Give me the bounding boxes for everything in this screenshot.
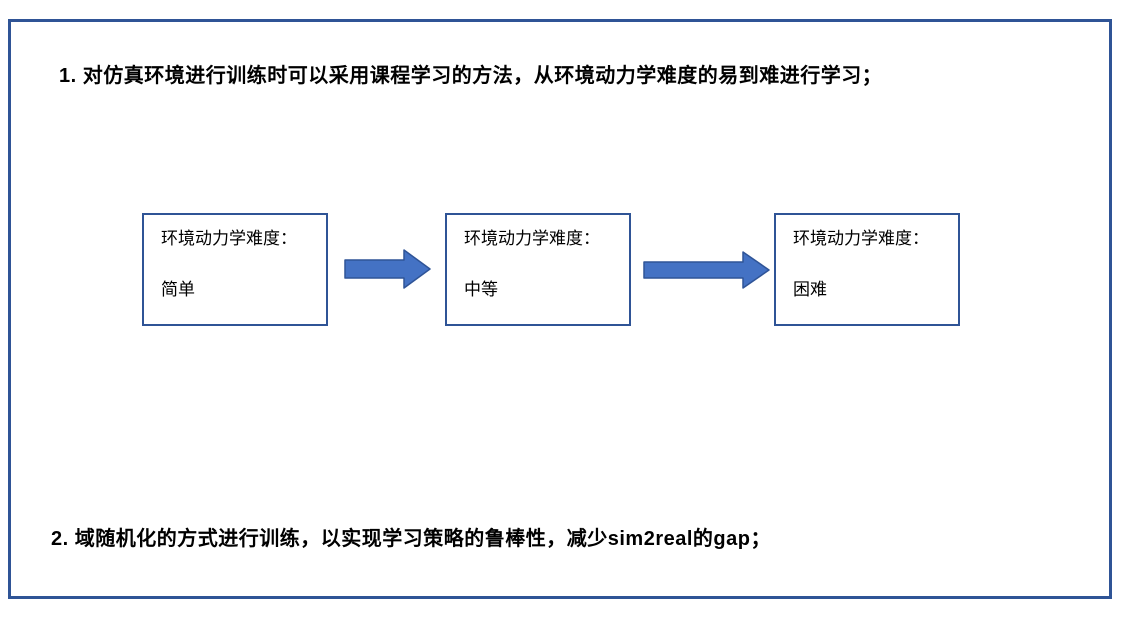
flow-box-easy: 环境动力学难度： 简单 [142,213,328,326]
flow-box-medium-label: 环境动力学难度： [464,229,600,248]
outer-frame: 1. 对仿真环境进行训练时可以采用课程学习的方法，从环境动力学难度的易到难进行学… [8,19,1112,599]
arrow-right-icon [344,249,431,289]
flow-box-easy-value: 简单 [161,280,195,299]
flow-box-easy-label: 环境动力学难度： [161,229,297,248]
flow-box-medium: 环境动力学难度： 中等 [445,213,631,326]
arrow-right-icon [643,251,770,289]
flow-box-medium-value: 中等 [464,280,498,299]
flow-box-hard: 环境动力学难度： 困难 [774,213,960,326]
note-curriculum-learning: 1. 对仿真环境进行训练时可以采用课程学习的方法，从环境动力学难度的易到难进行学… [59,65,883,87]
note-domain-randomization: 2. 域随机化的方式进行训练，以实现学习策略的鲁棒性，减少sim2real的ga… [51,528,771,550]
flow-box-hard-label: 环境动力学难度： [793,229,929,248]
flow-box-hard-value: 困难 [793,280,827,299]
